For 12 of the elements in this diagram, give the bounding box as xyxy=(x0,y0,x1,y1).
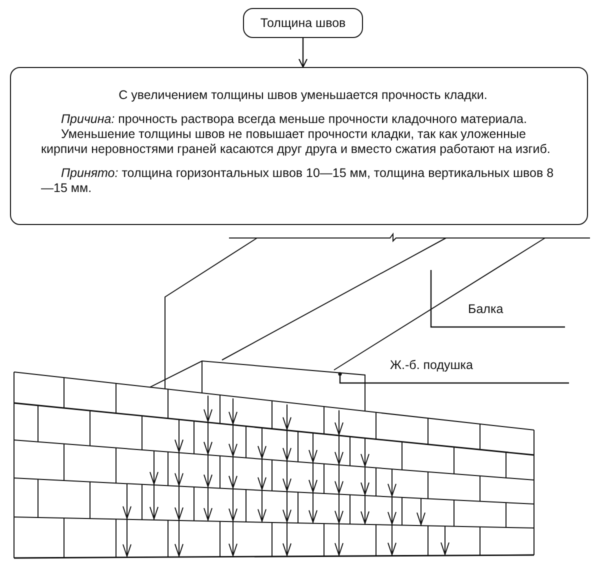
paragraph: С увеличением толщины швов уменьшается прочность кладки. xyxy=(118,88,488,103)
paragraph: Причина: прочность раствора всегда меньше прочности кладочного материала. xyxy=(60,112,528,127)
callout-label: Балка xyxy=(468,302,528,318)
paragraph: Уменьшение толщины швов не повышает прочности кладки, так как уложенные кирпичи неровностями граней касаются друг друга и вместо сжатия работают на изгиб. xyxy=(41,127,552,157)
arrow xyxy=(298,38,308,68)
statement-box xyxy=(10,67,588,225)
leader-line xyxy=(339,374,569,384)
paragraph: Принято: толщина горизонтальных швов 10—15 мм, толщина вертикальных швов 8—15 мм. xyxy=(41,166,555,196)
leader-line xyxy=(430,270,565,328)
topic-box xyxy=(243,8,363,38)
box-title: Толщина швов xyxy=(260,16,346,30)
callout-label: Ж.-б. подушка xyxy=(390,358,500,374)
